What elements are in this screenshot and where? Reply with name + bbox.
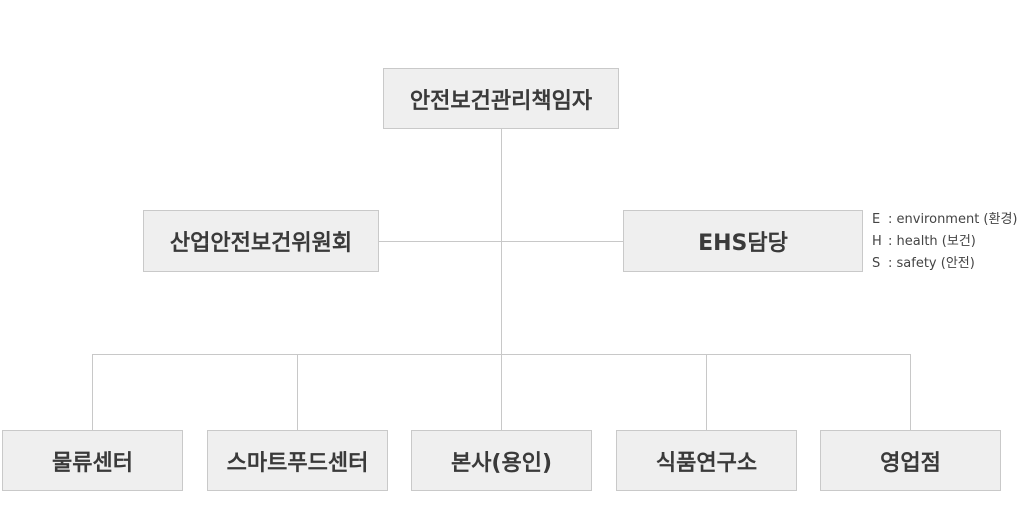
ehs-node-label: EHS담당	[698, 231, 788, 256]
connector-drop-5	[910, 354, 911, 430]
bottom-node-label: 스마트푸드센터	[226, 450, 369, 476]
connector-middle-horizontal	[378, 241, 623, 242]
bottom-node-label: 영업점	[880, 450, 941, 476]
committee-node-label: 산업안전보건위원회	[169, 231, 353, 256]
legend-text: : health (보건)	[888, 234, 976, 249]
legend-key: H	[872, 234, 882, 249]
ehs-legend: E : environment (환경) H : health (보건) S :…	[872, 209, 1017, 275]
legend-row-health: H : health (보건)	[872, 231, 1017, 253]
bottom-node-box: 식품연구소	[616, 430, 797, 491]
bottom-node-label: 물류센터	[52, 450, 133, 476]
legend-key: S	[872, 256, 881, 271]
legend-row-environment: E : environment (환경)	[872, 209, 1017, 231]
connector-drop-4	[706, 354, 707, 430]
legend-row-safety: S : safety (안전)	[872, 253, 1017, 275]
legend-text: : safety (안전)	[888, 256, 975, 271]
top-node-label: 안전보건관리책임자	[409, 88, 593, 114]
bottom-node-box: 스마트푸드센터	[207, 430, 388, 491]
legend-text: : environment (환경)	[888, 212, 1017, 227]
bottom-node-box: 본사(용인)	[411, 430, 592, 491]
bottom-node-label: 식품연구소	[655, 450, 758, 476]
top-node-box: 안전보건관리책임자	[383, 68, 619, 129]
committee-node-box: 산업안전보건위원회	[143, 210, 379, 272]
connector-drop-3	[501, 354, 502, 430]
ehs-node-box: EHS담당	[623, 210, 863, 272]
connector-drop-2	[297, 354, 298, 430]
bottom-node-box: 물류센터	[2, 430, 183, 491]
bottom-node-box: 영업점	[820, 430, 1001, 491]
legend-key: E	[872, 212, 881, 227]
connector-drop-1	[92, 354, 93, 430]
bottom-node-label: 본사(용인)	[450, 450, 553, 476]
